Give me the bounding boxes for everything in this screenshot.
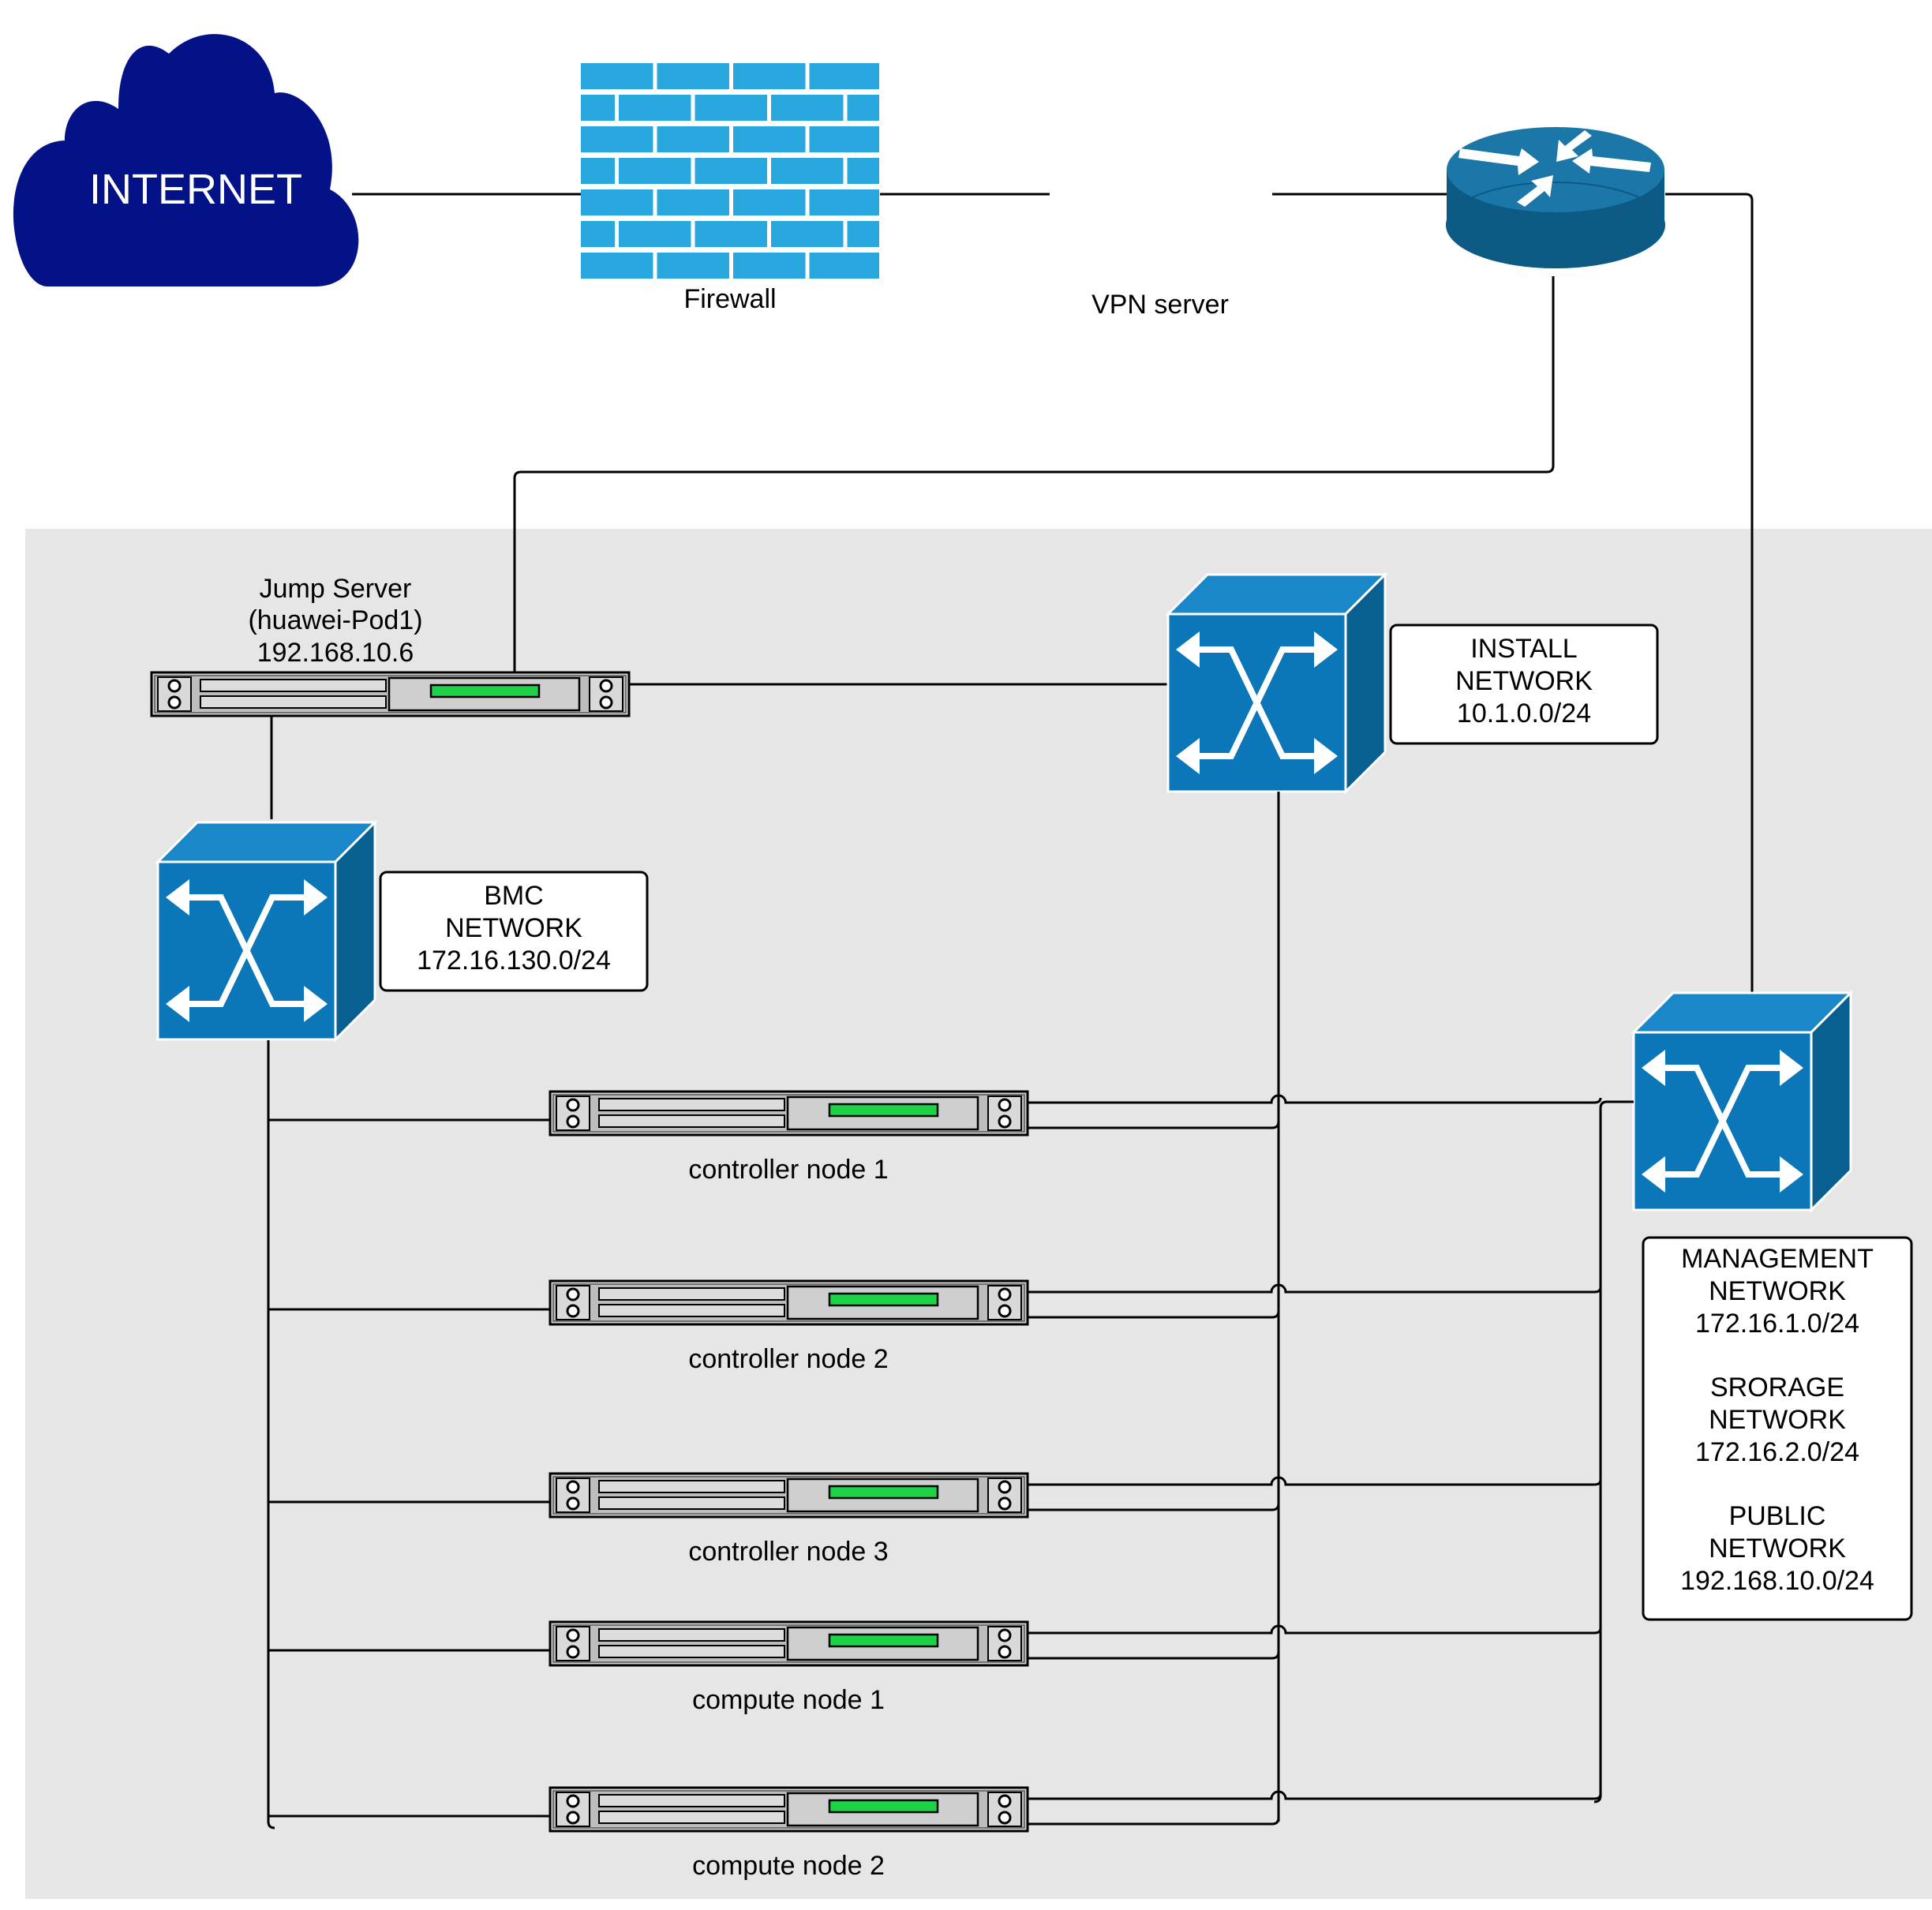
storage-network-subtitle: NETWORK: [1709, 1405, 1846, 1435]
node-label: compute node 1: [692, 1685, 885, 1715]
jump-server-name: Jump Server: [260, 574, 412, 604]
install-link-wire: [1028, 1503, 1280, 1511]
install-network-subtitle: NETWORK: [1455, 666, 1593, 696]
firewall-brick: [695, 221, 767, 247]
firewall-brick: [847, 221, 879, 247]
public-network-subnet: 192.168.10.0/24: [1680, 1566, 1874, 1596]
internet-cloud: INTERNET: [13, 34, 359, 287]
firewall-brick: [695, 95, 767, 121]
management-network-subtitle: NETWORK: [1709, 1276, 1846, 1306]
bmc-network-subtitle: NETWORK: [445, 913, 582, 943]
firewall-brick: [581, 189, 653, 215]
management-network-box: MANAGEMENT NETWORK 172.16.1.0/24 SRORAGE…: [1642, 1236, 1913, 1621]
firewall-brick: [771, 95, 844, 121]
firewall-brick: [657, 253, 729, 279]
firewall-brick: [695, 158, 767, 184]
node-wires: [267, 792, 1634, 1829]
jump-server-label: Jump Server (huawei-Pod1) 192.168.10.6: [248, 574, 422, 668]
bmc-network-box: BMC NETWORK 172.16.130.0/24: [379, 871, 649, 992]
datacenter-area: [25, 529, 1932, 1899]
management-network-switch: [1634, 993, 1851, 1210]
install-link-wire: [1028, 1651, 1280, 1660]
firewall-brick: [771, 221, 844, 247]
install-network-subnet: 10.1.0.0/24: [1457, 698, 1591, 728]
jump-server-ip: 192.168.10.6: [257, 638, 414, 668]
node-server: [549, 1090, 1029, 1137]
firewall-brick: [619, 95, 691, 121]
firewall-brick: [847, 158, 879, 184]
firewall-brick: [657, 126, 729, 152]
public-network-title: PUBLIC: [1729, 1501, 1826, 1531]
bmc-network-title: BMC: [484, 881, 544, 911]
firewall-brick: [847, 95, 879, 121]
firewall-brick: [809, 126, 879, 152]
firewall-brick: [809, 189, 879, 215]
node-label: controller node 2: [688, 1344, 888, 1374]
firewall-brick: [733, 189, 806, 215]
uplink-wires: [352, 193, 1754, 993]
node-server: [549, 1620, 1029, 1667]
internet-label: INTERNET: [89, 166, 302, 213]
jump-server-wires: [270, 683, 1168, 819]
management-network-title: MANAGEMENT: [1681, 1244, 1874, 1274]
firewall-brick: [581, 221, 615, 247]
router-icon: [1446, 127, 1665, 268]
management-link-wire: [1028, 1094, 1602, 1104]
firewall-brick: [733, 253, 806, 279]
firewall-brick: [581, 253, 653, 279]
install-link-wire: [1028, 1817, 1280, 1826]
firewall-brick: [619, 221, 691, 247]
install-network-box: INSTALL NETWORK 10.1.0.0/24: [1389, 624, 1659, 745]
install-network-switch: [1168, 575, 1385, 792]
install-network-title: INSTALL: [1470, 634, 1577, 664]
compute-nodes: controller node 1 controller node 2 contro…: [549, 1090, 1029, 1881]
bmc-network-switch: [158, 822, 375, 1039]
firewall-brick: [771, 158, 844, 184]
firewall-label: Firewall: [683, 284, 776, 314]
firewall-brick: [733, 126, 806, 152]
node-label: controller node 3: [688, 1537, 888, 1567]
firewall-icon: [581, 62, 879, 281]
bmc-trunk-wire: [267, 1040, 275, 1829]
management-trunk-wire: [1593, 1100, 1634, 1803]
storage-network-subnet: 172.16.2.0/24: [1695, 1437, 1859, 1467]
management-link-wire: [1028, 1790, 1602, 1800]
storage-network-title: SRORAGE: [1710, 1373, 1844, 1403]
public-network-subtitle: NETWORK: [1709, 1534, 1846, 1564]
node-server: [549, 1472, 1029, 1519]
firewall-brick: [581, 158, 615, 184]
firewall-brick: [657, 63, 729, 89]
firewall-brick: [581, 63, 653, 89]
node-label: controller node 1: [688, 1155, 888, 1185]
vpn-server-label: VPN server: [1091, 290, 1229, 320]
jump-server: [150, 671, 631, 717]
install-link-wire: [1028, 1121, 1280, 1129]
install-link-wire: [1028, 1310, 1280, 1319]
bmc-network-subnet: 172.16.130.0/24: [417, 946, 611, 976]
firewall-brick: [733, 63, 806, 89]
firewall-brick: [581, 95, 615, 121]
firewall-brick: [809, 63, 879, 89]
node-server: [549, 1279, 1029, 1326]
node-server: [549, 1786, 1029, 1833]
firewall-brick: [581, 126, 653, 152]
firewall-brick: [619, 158, 691, 184]
firewall-brick: [657, 189, 729, 215]
firewall-brick: [809, 253, 879, 279]
management-link-wire: [1028, 1624, 1602, 1635]
management-link-wire: [1028, 1476, 1602, 1486]
jump-server-host: (huawei-Pod1): [248, 605, 422, 635]
node-label: compute node 2: [692, 1851, 885, 1881]
management-network-subnet: 172.16.1.0/24: [1695, 1309, 1859, 1339]
management-link-wire: [1028, 1283, 1602, 1294]
